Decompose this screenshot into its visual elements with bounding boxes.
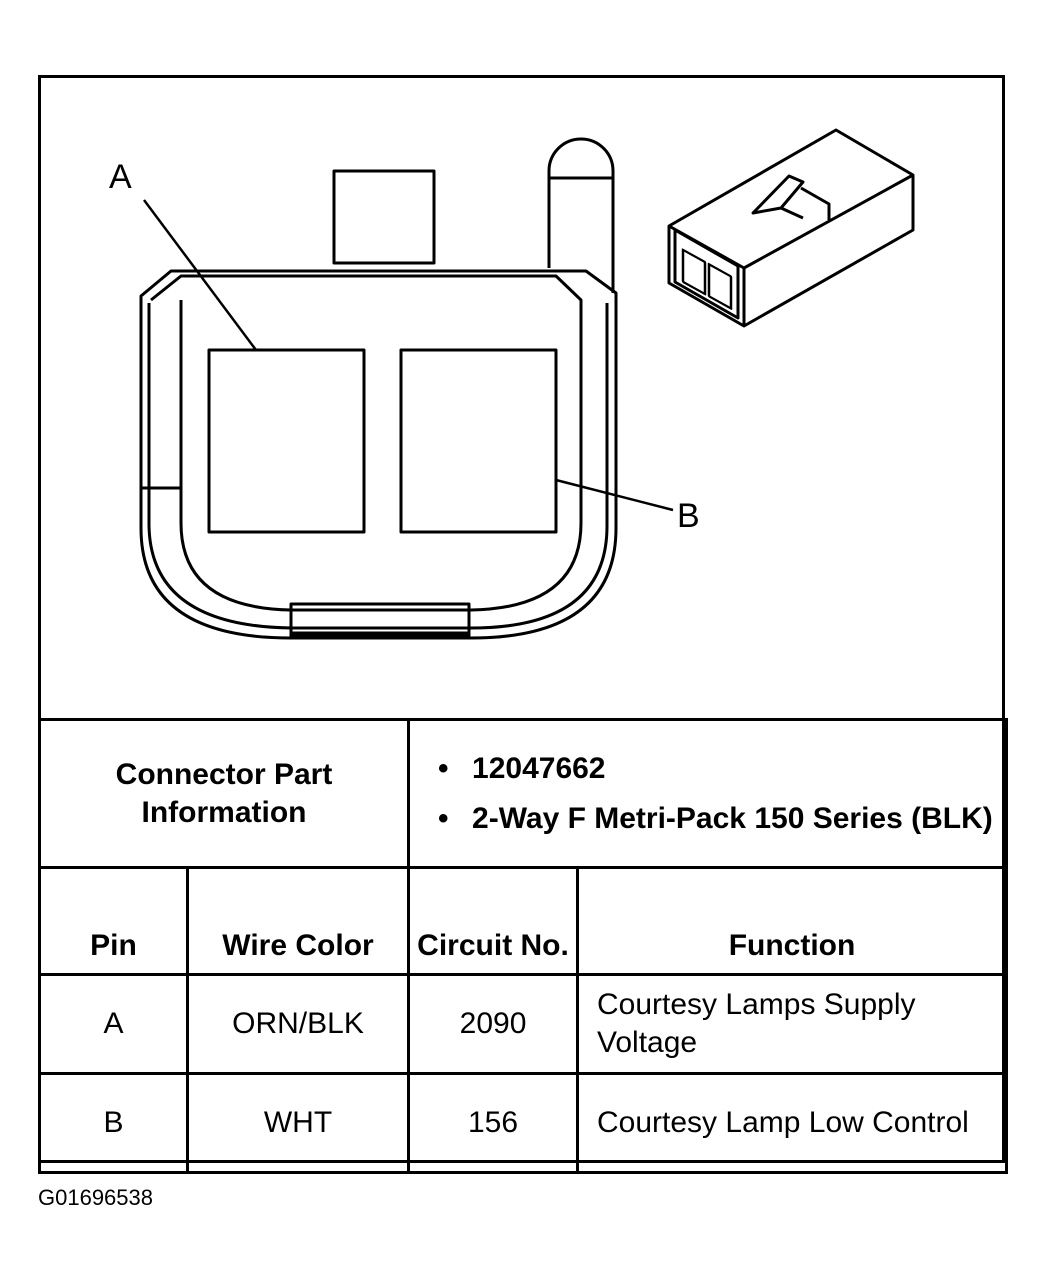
circuit-no-cell: 156	[407, 1072, 580, 1174]
function-cell: Courtesy Lamps Supply Voltage	[576, 973, 1009, 1075]
header-pin: Pin	[38, 866, 189, 976]
wire-color-cell: WHT	[185, 1072, 411, 1174]
connector-part-values: 12047662 2-Way F Metri-Pack 150 Series (…	[407, 718, 1009, 869]
connector-face-drawing	[139, 128, 915, 640]
connector-part-number: 12047662	[438, 750, 1005, 788]
pin-cell: A	[38, 973, 189, 1075]
connector-part-description: 2-Way F Metri-Pack 150 Series (BLK)	[438, 800, 1005, 838]
figure-id: G01696538	[38, 1185, 153, 1210]
header-circuit-no: Circuit No.	[407, 866, 580, 976]
header-wire-color: Wire Color	[185, 866, 411, 976]
pin-cell: B	[38, 1072, 189, 1174]
function-cell: Courtesy Lamp Low Control	[576, 1072, 1009, 1174]
connector-part-row: Connector Part Information 12047662 2-Wa…	[37, 718, 1009, 869]
pin-a-callout: A	[109, 158, 132, 196]
connector-figure-frame: A B Connector Part Information 12047662 …	[37, 75, 1009, 1174]
table-row: B WHT 156 Courtesy Lamp Low Control	[38, 1072, 1009, 1174]
table-row: A ORN/BLK 2090 Courtesy Lamps Supply Vol…	[38, 973, 1009, 1075]
connector-pin-table: Connector Part Information 12047662 2-Wa…	[37, 718, 1009, 1174]
header-function: Function	[576, 866, 1009, 976]
table-header-row: Pin Wire Color Circuit No. Function	[38, 866, 1009, 976]
pin-b-callout: B	[677, 497, 700, 535]
circuit-no-cell: 2090	[407, 973, 580, 1075]
wire-color-cell: ORN/BLK	[185, 973, 411, 1075]
connector-diagram: A B	[41, 78, 1002, 718]
connector-part-label: Connector Part Information	[37, 718, 411, 869]
